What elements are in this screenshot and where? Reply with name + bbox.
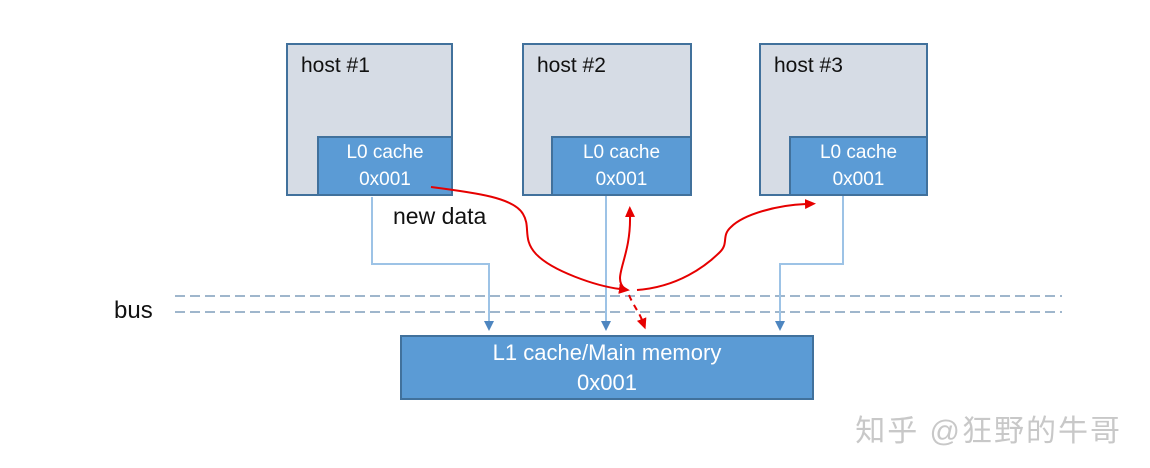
new-data-annotation: new data: [393, 203, 487, 229]
l1-main-memory-value: 0x001: [577, 369, 637, 395]
red-arrow-bus-to-host2-cache: [619, 206, 636, 289]
host3-l0-cache-box: L0 cache 0x001: [789, 136, 928, 196]
host2-l0-cache-label: L0 cache: [582, 142, 661, 163]
host2-l0-cache-box: L0 cache 0x001: [551, 136, 692, 196]
host1-box: host #1 L0 cache 0x001: [286, 43, 453, 196]
host2-box: host #2 L0 cache 0x001: [522, 43, 692, 196]
red-arrow-bus-to-host3-cache: [636, 199, 816, 291]
host1-l0-cache-value: 0x001: [359, 169, 411, 190]
bus-label: bus: [114, 297, 153, 324]
host2-l0-cache-value: 0x001: [595, 169, 648, 190]
host1-label: host #1: [301, 54, 370, 77]
connector-host3-to-memory: [775, 196, 844, 331]
l1-main-memory-box: L1 cache/Main memory 0x001: [400, 335, 814, 400]
host3-l0-cache-value: 0x001: [832, 169, 885, 190]
host3-box: host #3 L0 cache 0x001: [759, 43, 928, 196]
l1-main-memory-label: L1 cache/Main memory: [492, 339, 722, 365]
host3-l0-cache-label: L0 cache: [819, 142, 898, 163]
host2-label: host #2: [537, 54, 606, 77]
red-dashed-arrow-bus-to-memory: [628, 294, 647, 330]
watermark: 知乎 @狂野的牛哥: [855, 415, 1122, 448]
host1-l0-cache-label: L0 cache: [346, 142, 424, 163]
host1-l0-cache-box: L0 cache 0x001: [317, 136, 453, 196]
host3-label: host #3: [774, 54, 843, 77]
